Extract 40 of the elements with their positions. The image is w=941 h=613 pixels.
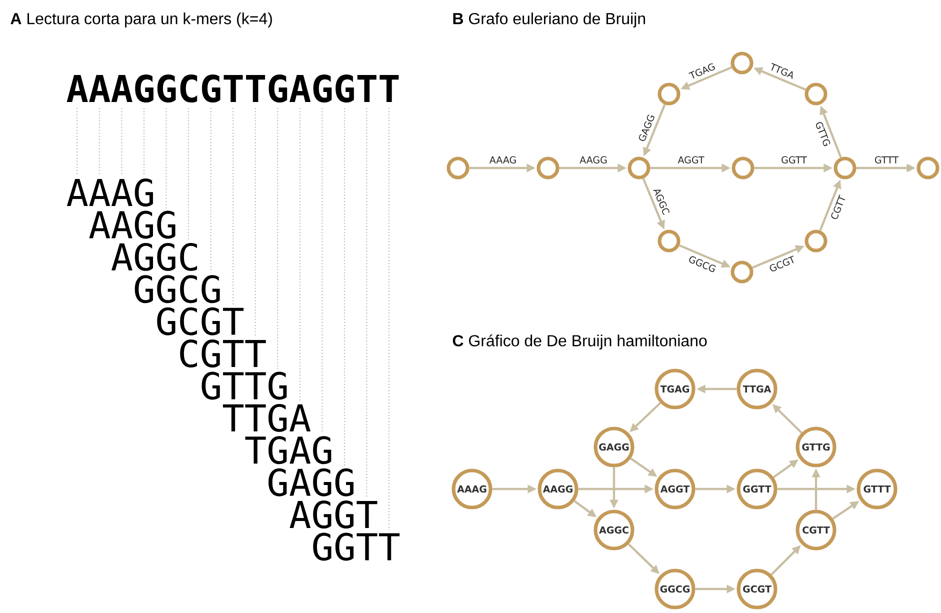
sequence: AAAGGCGTTGAGGTT bbox=[66, 74, 399, 103]
kmer: GCGT bbox=[157, 307, 244, 336]
kmer: GAGG bbox=[268, 468, 354, 496]
circle-node bbox=[916, 156, 940, 180]
circle-node bbox=[732, 156, 754, 180]
edge-label: AGGT bbox=[678, 156, 704, 164]
edge-label: TTGA bbox=[771, 62, 793, 80]
circle-node bbox=[628, 156, 650, 180]
panel-heading: A Lectura corta para un k-mers (k=4) bbox=[10, 12, 272, 28]
kmer: GGCG bbox=[134, 275, 220, 304]
edge-label: GCGT bbox=[770, 256, 794, 272]
kmer: TGAG bbox=[245, 436, 332, 464]
edge-label: GGCG bbox=[689, 256, 716, 272]
kmer: AGGT bbox=[290, 500, 378, 529]
edge-label: GTTG bbox=[816, 122, 830, 146]
edge-label: CGTT bbox=[831, 194, 845, 220]
panel-heading: C Gráfico de De Bruijn hamiltoniano bbox=[452, 334, 707, 350]
kmer: AGGC bbox=[111, 242, 197, 271]
kmer: AAGG bbox=[89, 210, 176, 239]
circle-node bbox=[658, 230, 680, 252]
circle-node bbox=[730, 52, 754, 74]
circle-node bbox=[658, 82, 680, 106]
kmer: CGTT bbox=[180, 340, 266, 368]
circle-node bbox=[446, 156, 470, 180]
circle-node bbox=[536, 156, 560, 180]
edge-label: GAGG bbox=[638, 114, 654, 141]
edge-label: AAAG bbox=[489, 156, 516, 164]
edge-label: TGAG bbox=[688, 63, 716, 78]
edge-label: AAGG bbox=[580, 156, 607, 164]
edge-label: GTTT bbox=[875, 156, 899, 164]
circle-node bbox=[730, 260, 754, 284]
panel-heading: B Grafo euleriano de Bruijn bbox=[453, 12, 645, 28]
kmer: TTGA bbox=[222, 404, 311, 432]
kmer: AAAG bbox=[66, 178, 153, 207]
circle-node bbox=[834, 156, 856, 180]
circle-node bbox=[804, 230, 828, 252]
kmer: GTTG bbox=[202, 372, 287, 400]
edge-label: GGTT bbox=[782, 156, 807, 164]
circle-node bbox=[804, 82, 828, 106]
kmer: GGTT bbox=[313, 532, 400, 561]
